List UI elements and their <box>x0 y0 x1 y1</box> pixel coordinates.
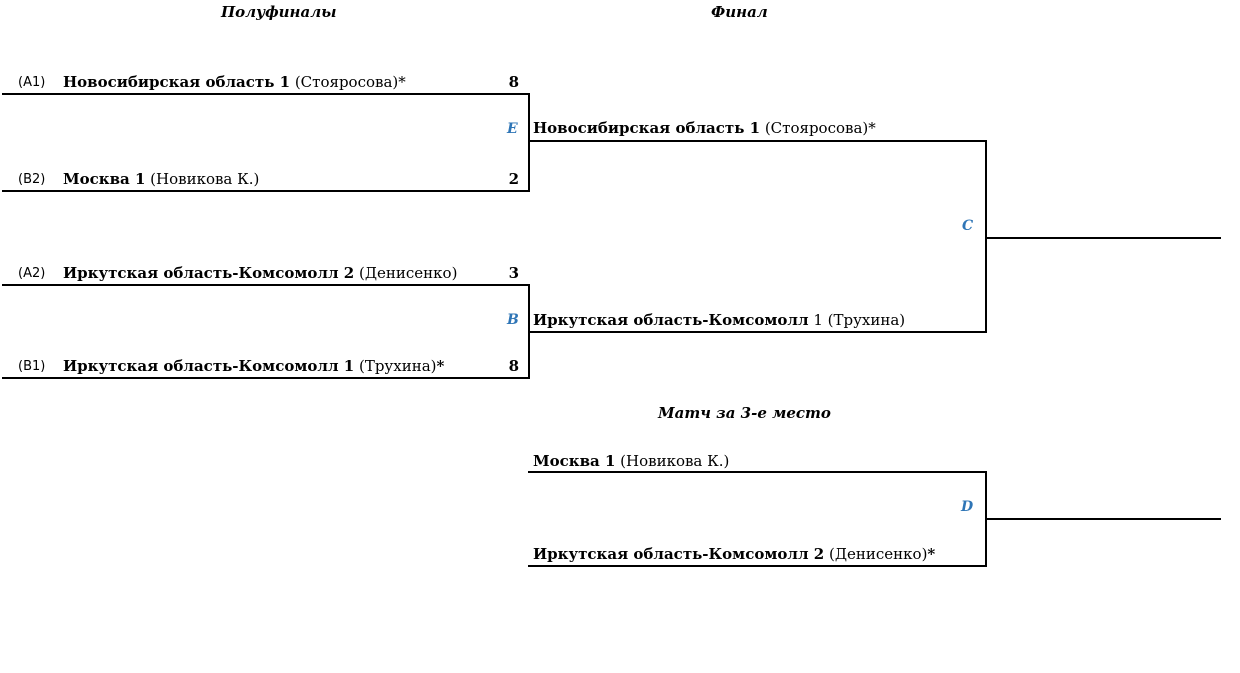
team-name: Иркутская область-Комсомолл <box>533 311 809 329</box>
bracket-line <box>528 331 987 333</box>
winner-line <box>985 518 1221 520</box>
player-name: (Денисенко) <box>828 545 928 563</box>
seed-b1: (B1) <box>18 359 46 374</box>
final-team-1: Новосибирская область 1 (Стояросова)* <box>533 119 876 137</box>
semifinal-1-team-1: Новосибирская область 1 (Стояросова)* <box>63 73 406 91</box>
player-name: (Новикова К.) <box>620 452 730 470</box>
seed-a1: (A1) <box>18 75 46 90</box>
player-name: 1 (Трухина) <box>813 311 906 329</box>
team-name: Иркутская область-Комсомолл 1 <box>63 357 355 375</box>
bracket-line <box>528 140 987 142</box>
winner-line <box>985 237 1221 239</box>
team-name: Москва 1 <box>533 452 616 470</box>
semifinal-1-team-2: Москва 1 (Новикова К.) <box>63 170 259 188</box>
bracket-line <box>2 190 530 192</box>
semifinal-2-score-2: 8 <box>508 357 519 375</box>
player-name: (Стояросова)* <box>294 73 406 91</box>
match-label-e: E <box>507 121 518 137</box>
semifinal-1-score-2: 2 <box>508 170 519 188</box>
semifinals-header: Полуфиналы <box>221 3 337 21</box>
final-team-2: Иркутская область-Комсомолл 1 (Трухина) <box>533 311 905 329</box>
team-name: Иркутская область-Комсомолл 2 <box>63 264 355 282</box>
bracket-line <box>2 377 530 379</box>
third-place-header: Матч за 3-е место <box>658 404 831 422</box>
team-name: Новосибирская область 1 <box>63 73 291 91</box>
seed-mark: * <box>927 545 936 563</box>
match-label-d: D <box>961 499 974 515</box>
seed-b2: (B2) <box>18 172 46 187</box>
bracket-line <box>528 565 987 567</box>
bracket-connector <box>528 93 530 192</box>
team-name: Москва 1 <box>63 170 146 188</box>
semifinal-2-team-1: Иркутская область-Комсомолл 2 (Денисенко… <box>63 264 457 282</box>
seed-mark: * <box>436 357 445 375</box>
bracket-line <box>2 93 530 95</box>
player-name: (Денисенко) <box>358 264 458 282</box>
semifinal-2-score-1: 3 <box>508 264 519 282</box>
player-name: (Стояросова)* <box>764 119 876 137</box>
team-name: Новосибирская область 1 <box>533 119 761 137</box>
team-name: Иркутская область-Комсомолл 2 <box>533 545 825 563</box>
semifinal-1-score-1: 8 <box>508 73 519 91</box>
bracket-line <box>2 284 530 286</box>
match-label-b: B <box>507 312 519 328</box>
third-place-team-2: Иркутская область-Комсомолл 2 (Денисенко… <box>533 545 935 563</box>
player-name: (Новикова К.) <box>150 170 260 188</box>
seed-a2: (A2) <box>18 266 46 281</box>
player-name: (Трухина) <box>358 357 437 375</box>
third-place-team-1: Москва 1 (Новикова К.) <box>533 452 729 470</box>
bracket-connector <box>985 140 987 333</box>
semifinal-2-team-2: Иркутская область-Комсомолл 1 (Трухина)* <box>63 357 444 375</box>
match-label-c: C <box>962 218 974 234</box>
bracket-line <box>528 471 987 473</box>
final-header: Финал <box>711 3 768 21</box>
